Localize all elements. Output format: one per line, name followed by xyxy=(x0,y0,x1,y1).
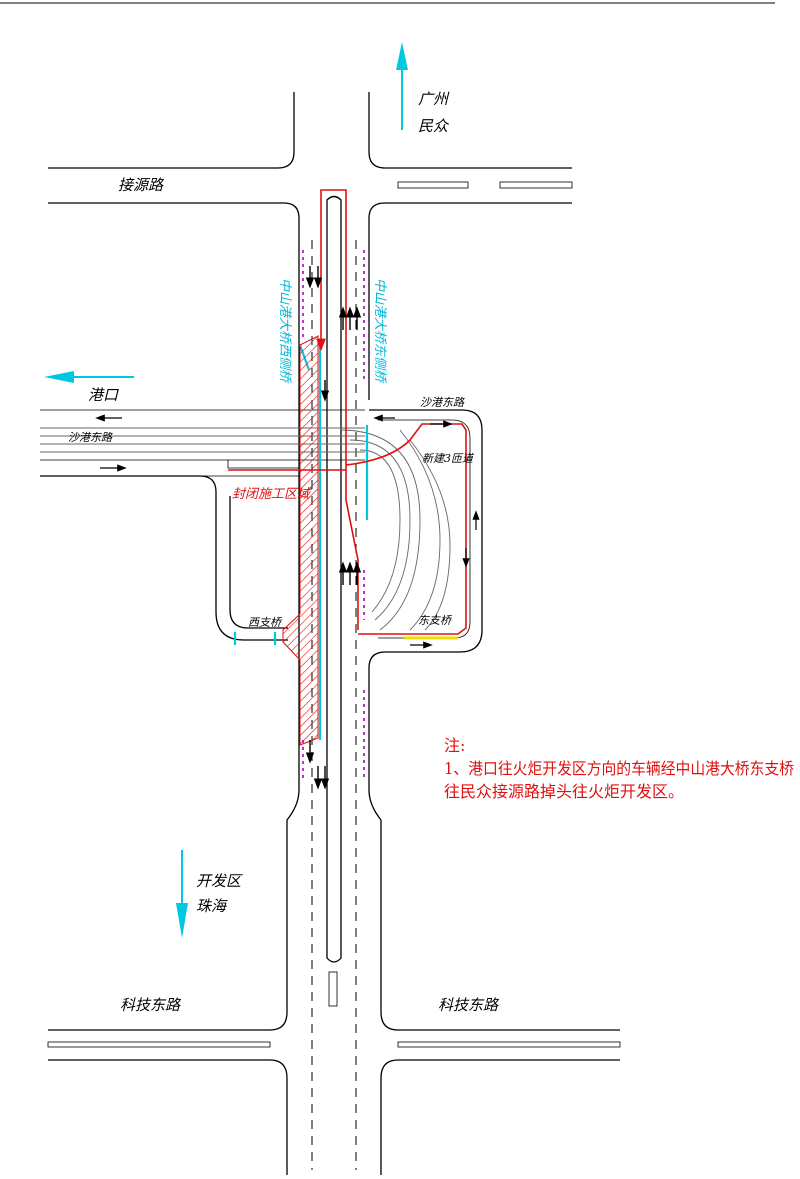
west-destination-label: 港口 xyxy=(88,386,119,404)
east-bridge-label: 中山港大桥东侧桥 xyxy=(372,278,387,384)
keji-road-west-label: 科技东路 xyxy=(120,996,182,1014)
east-branch-bridge-label: 东支桥 xyxy=(418,614,453,627)
west-branch-bridge-label: 西支桥 xyxy=(248,616,283,629)
north-destination-label-1: 广州 xyxy=(418,90,450,108)
ramp-name-label: 新建3匝道 xyxy=(422,452,475,465)
shagang-road-east-label: 沙港东路 xyxy=(420,396,465,409)
west-direction-arrow xyxy=(44,371,134,383)
lane-arrows xyxy=(95,266,480,790)
shagang-road xyxy=(40,344,483,790)
south-destination-label-2: 珠海 xyxy=(196,897,228,915)
north-direction-arrow xyxy=(396,42,408,130)
closed-construction-zone xyxy=(282,335,319,746)
shagang-road-west-label: 沙港东路 xyxy=(68,431,113,444)
note-title: 注: xyxy=(444,736,465,755)
south-destination-label-1: 开发区 xyxy=(196,872,243,890)
note-line-1: 1、港口往火炬开发区方向的车辆经中山港大桥东支桥 xyxy=(444,759,794,778)
closed-zone-label: 封闭施工区域 xyxy=(232,487,312,502)
keji-road-east-label: 科技东路 xyxy=(438,996,500,1014)
diversion-route xyxy=(321,189,467,635)
north-destination-label-2: 民众 xyxy=(418,117,450,135)
note-line-2: 往民众接源路掉头往火炬开发区。 xyxy=(444,782,684,801)
west-bridge-label: 中山港大桥西侧桥 xyxy=(277,278,292,384)
south-direction-arrow xyxy=(176,850,188,938)
jieyuan-road-label: 接源路 xyxy=(118,176,165,194)
south-roads xyxy=(47,789,621,1175)
note-block: 注: 1、港口往火炬开发区方向的车辆经中山港大桥东支桥 往民众接源路掉头往火炬开… xyxy=(444,736,794,801)
